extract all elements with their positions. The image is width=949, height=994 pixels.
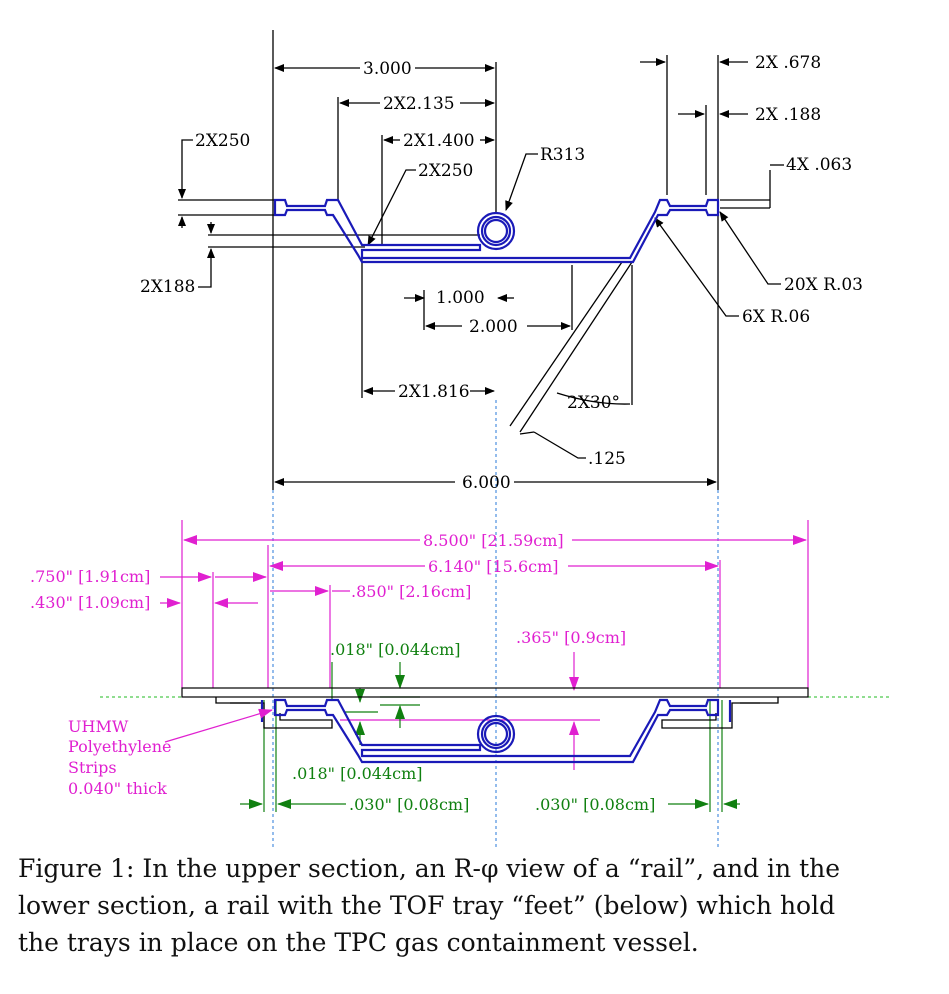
dim-125: .125 <box>588 449 626 469</box>
dim-750: .750" [1.91cm] <box>30 567 150 586</box>
uhmw-line-2: Polyethylene <box>68 737 172 756</box>
dim-2x188-right: 2X .188 <box>755 105 821 125</box>
dim-20xr03: 20X R.03 <box>784 275 863 295</box>
tray-feet <box>181 687 809 729</box>
dim-4x063: 4X .063 <box>786 155 852 175</box>
figure-caption: Figure 1: In the upper section, an R-φ v… <box>18 850 928 961</box>
dim-2x1400: 2X1.400 <box>403 131 475 151</box>
dim-2x1816: 2X1.816 <box>398 382 470 402</box>
dim-2000: 2.000 <box>469 317 518 337</box>
caption-line-3: the trays in place on the TPC gas contai… <box>18 928 699 957</box>
uhmw-line-4: 0.040" thick <box>68 779 167 798</box>
upper-section: 3.000 2X2.135 2X1.400 2X250 2X250 R313 2… <box>140 30 863 493</box>
uhmw-line-1: UHMW <box>68 717 129 736</box>
uhmw-label: UHMW Polyethylene Strips 0.040" thick <box>68 708 273 798</box>
dim-030-left: .030" [0.08cm] <box>349 795 469 814</box>
dim-365: .365" [0.9cm] <box>516 628 626 647</box>
dim-2x30: 2X30° <box>567 393 620 413</box>
dim-r313: R313 <box>540 145 585 165</box>
dim-018-bottom: .018" [0.044cm] <box>292 764 423 783</box>
lower-section: 8.500" [21.59cm] 6.140" [15.6cm] .750" [… <box>30 520 892 814</box>
caption-line-2: lower section, a rail with the TOF tray … <box>18 891 836 920</box>
dim-850: .850" [2.16cm] <box>351 582 471 601</box>
dim-2x250-center: 2X250 <box>418 161 473 181</box>
uhmw-line-3: Strips <box>68 758 117 777</box>
dim-018-top: .018" [0.044cm] <box>330 640 461 659</box>
rail-drawing: 3.000 2X2.135 2X1.400 2X250 2X250 R313 2… <box>30 30 892 848</box>
caption-line-1: Figure 1: In the upper section, an R-φ v… <box>18 854 841 883</box>
dim-430: .430" [1.09cm] <box>30 593 150 612</box>
dim-8500: 8.500" [21.59cm] <box>423 531 564 550</box>
rail-profile-lower <box>260 698 732 764</box>
rail-profile-upper <box>273 198 720 264</box>
dim-3000: 3.000 <box>363 59 412 79</box>
dim-6000: 6.000 <box>462 473 511 493</box>
dim-1000: 1.000 <box>436 288 485 308</box>
dim-030-right: .030" [0.08cm] <box>535 795 655 814</box>
dim-6140: 6.140" [15.6cm] <box>428 557 559 576</box>
dim-6xr06: 6X R.06 <box>742 307 810 327</box>
dim-2x2135: 2X2.135 <box>383 94 455 114</box>
dim-2x188-left: 2X188 <box>140 277 195 297</box>
dim-2x678: 2X .678 <box>755 53 821 73</box>
dim-2x250-left: 2X250 <box>195 131 250 151</box>
